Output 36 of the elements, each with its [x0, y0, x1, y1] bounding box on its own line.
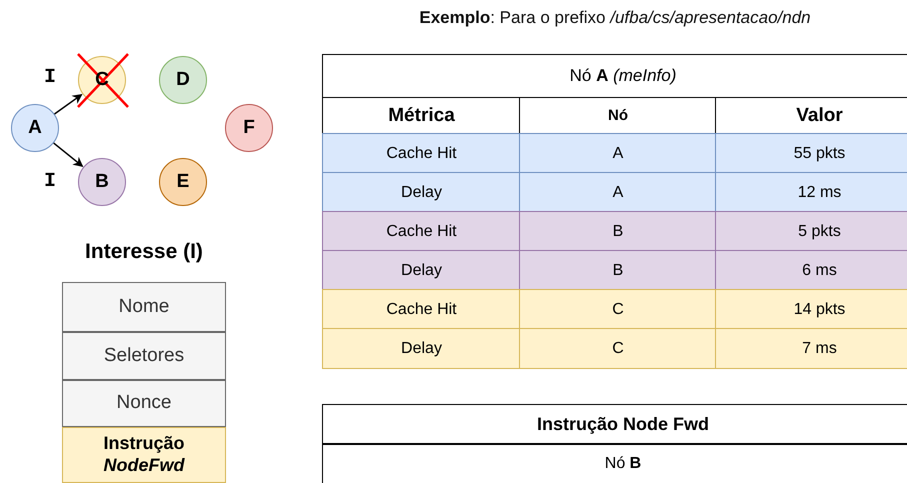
- edge-label: I: [44, 66, 56, 89]
- node-circle: E: [159, 158, 207, 206]
- table-title: Instrução Node Fwd: [322, 404, 907, 444]
- table-cell: Cache Hit: [322, 289, 521, 330]
- table-cell: A: [519, 172, 717, 213]
- packet-heading: Interesse (I): [84, 240, 204, 264]
- packet-field: Nome: [62, 282, 226, 332]
- node-circle: D: [159, 56, 207, 104]
- table-cell: Delay: [322, 172, 521, 213]
- node-circle: A: [11, 104, 59, 152]
- table-cell: 7 ms: [715, 328, 907, 369]
- arrow: [53, 142, 84, 167]
- table-cell: Cache Hit: [322, 211, 521, 252]
- node-circle: F: [225, 104, 273, 152]
- edge-label: I: [44, 170, 56, 193]
- diagram-title: Exemplo: Para o prefixo /ufba/cs/apresentacao/ndn: [418, 8, 812, 28]
- table-cell: B: [519, 211, 717, 252]
- table-cell: A: [519, 133, 717, 174]
- node-circle: B: [78, 158, 126, 206]
- table-cell: 6 ms: [715, 250, 907, 291]
- table-cell: C: [519, 328, 717, 369]
- table-cell: Delay: [322, 250, 521, 291]
- packet-field: Instrução NodeFwd: [62, 427, 226, 483]
- table-cell: Nó B: [322, 444, 907, 483]
- arrow: [54, 94, 82, 115]
- table-cell: Cache Hit: [322, 133, 521, 174]
- packet-field: Nonce: [62, 380, 226, 427]
- table-cell: 5 pkts: [715, 211, 907, 252]
- table-title: Nó A (meInfo): [322, 54, 907, 98]
- table-cell: B: [519, 250, 717, 291]
- table-cell: C: [519, 289, 717, 330]
- packet-field: Seletores: [62, 332, 226, 380]
- table-cell: 55 pkts: [715, 133, 907, 174]
- table-cell: 12 ms: [715, 172, 907, 213]
- table-cell: 14 pkts: [715, 289, 907, 330]
- table-cell: Delay: [322, 328, 521, 369]
